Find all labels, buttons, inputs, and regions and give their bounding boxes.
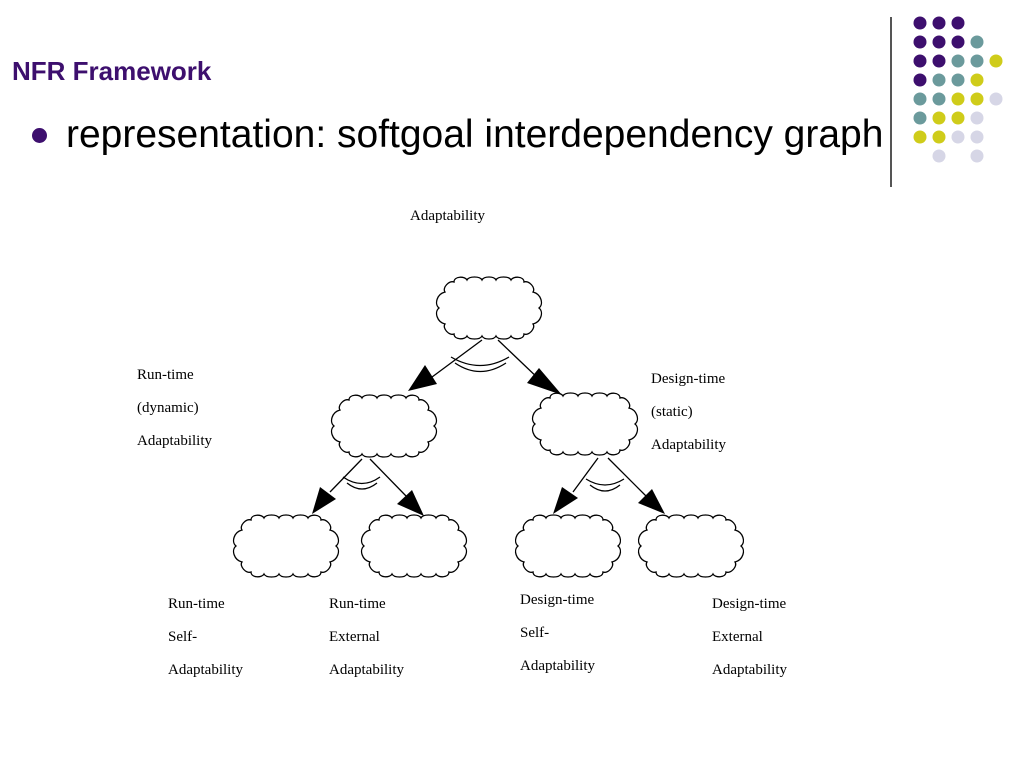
decorative-dot (913, 54, 927, 68)
decorative-divider (890, 17, 892, 187)
label-line: Design-time (712, 596, 787, 612)
decorative-dot (970, 130, 984, 144)
label-line: (static) (651, 404, 693, 420)
decorative-dot (970, 111, 984, 125)
decorative-dot (951, 54, 965, 68)
decorative-dot (951, 73, 965, 87)
decorative-dot (932, 130, 946, 144)
decorative-dot (989, 54, 1003, 68)
label-line: Run-time (168, 596, 225, 612)
label-dt-self: Design-time Self- Adaptability (520, 584, 595, 683)
decorative-dot (913, 130, 927, 144)
label-line: Run-time (137, 367, 194, 383)
decorative-dot (970, 73, 984, 87)
decorative-dot (932, 54, 946, 68)
decorative-dot (932, 149, 946, 163)
decomposition-runtime (329, 458, 408, 498)
decorative-dot-grid (913, 16, 1003, 163)
label-line: Adaptability (520, 658, 595, 674)
label-line: Self- (520, 625, 550, 641)
arrow-head-dt-self (553, 487, 578, 514)
decorative-dot (970, 92, 984, 106)
label-line: Adaptability (137, 433, 212, 449)
softgoal-cloud-dt-self (514, 514, 622, 578)
arrow-head-dt-external (638, 489, 665, 514)
decorative-dot (932, 92, 946, 106)
softgoal-cloud-rt-external (360, 514, 468, 578)
label-line: Self- (168, 629, 198, 645)
decorative-dot (970, 54, 984, 68)
softgoal-cloud-rt-self (232, 514, 340, 578)
label-line: Adaptability (651, 437, 726, 453)
decorative-dot (970, 35, 984, 49)
decorative-dot (913, 92, 927, 106)
decorative-dot (913, 35, 927, 49)
decomposition-designtime (572, 457, 648, 498)
softgoal-cloud-runtime (330, 394, 438, 458)
arrow-head-runtime (408, 365, 437, 391)
label-line: Design-time (651, 371, 726, 387)
slide-title: NFR Framework (12, 56, 212, 86)
decorative-dot (932, 111, 946, 125)
label-rt-self: Run-time Self- Adaptability (168, 588, 243, 687)
decomposition-root (427, 339, 543, 383)
label-root-line: Adaptability (410, 208, 485, 224)
label-designtime: Design-time (static) Adaptability (651, 363, 726, 462)
softgoal-cloud-designtime (531, 392, 639, 456)
decorative-dot (932, 73, 946, 87)
decorative-dot (932, 35, 946, 49)
decorative-dot (951, 35, 965, 49)
decorative-dot (989, 92, 1003, 106)
label-line: (dynamic) (137, 400, 199, 416)
label-dt-external: Design-time External Adaptability (712, 588, 787, 687)
decorative-dot (951, 130, 965, 144)
decorative-dot (932, 16, 946, 30)
label-line: Adaptability (168, 662, 243, 678)
decorative-dot (913, 73, 927, 87)
decorative-dot (951, 16, 965, 30)
softgoal-cloud-dt-external (637, 514, 745, 578)
label-line: External (329, 629, 380, 645)
label-root: Adaptability (410, 200, 485, 233)
decorative-dot (970, 149, 984, 163)
label-line: External (712, 629, 763, 645)
decorative-dot (913, 111, 927, 125)
decorative-dot (913, 16, 927, 30)
decorative-dot (951, 92, 965, 106)
label-line: Adaptability (712, 662, 787, 678)
bullet-dot-icon (32, 127, 47, 143)
bullet-item: representation: softgoal interdependency… (32, 112, 883, 158)
decorative-dot (951, 111, 965, 125)
label-rt-external: Run-time External Adaptability (329, 588, 404, 687)
label-line: Run-time (329, 596, 386, 612)
softgoal-cloud-root (435, 276, 543, 340)
arrow-head-designtime (527, 368, 562, 395)
arrow-head-rt-self (312, 487, 336, 514)
label-line: Design-time (520, 592, 595, 608)
label-runtime: Run-time (dynamic) Adaptability (137, 359, 212, 458)
bullet-text: representation: softgoal interdependency… (66, 113, 884, 156)
label-line: Adaptability (329, 662, 404, 678)
arrow-head-rt-external (397, 490, 424, 516)
